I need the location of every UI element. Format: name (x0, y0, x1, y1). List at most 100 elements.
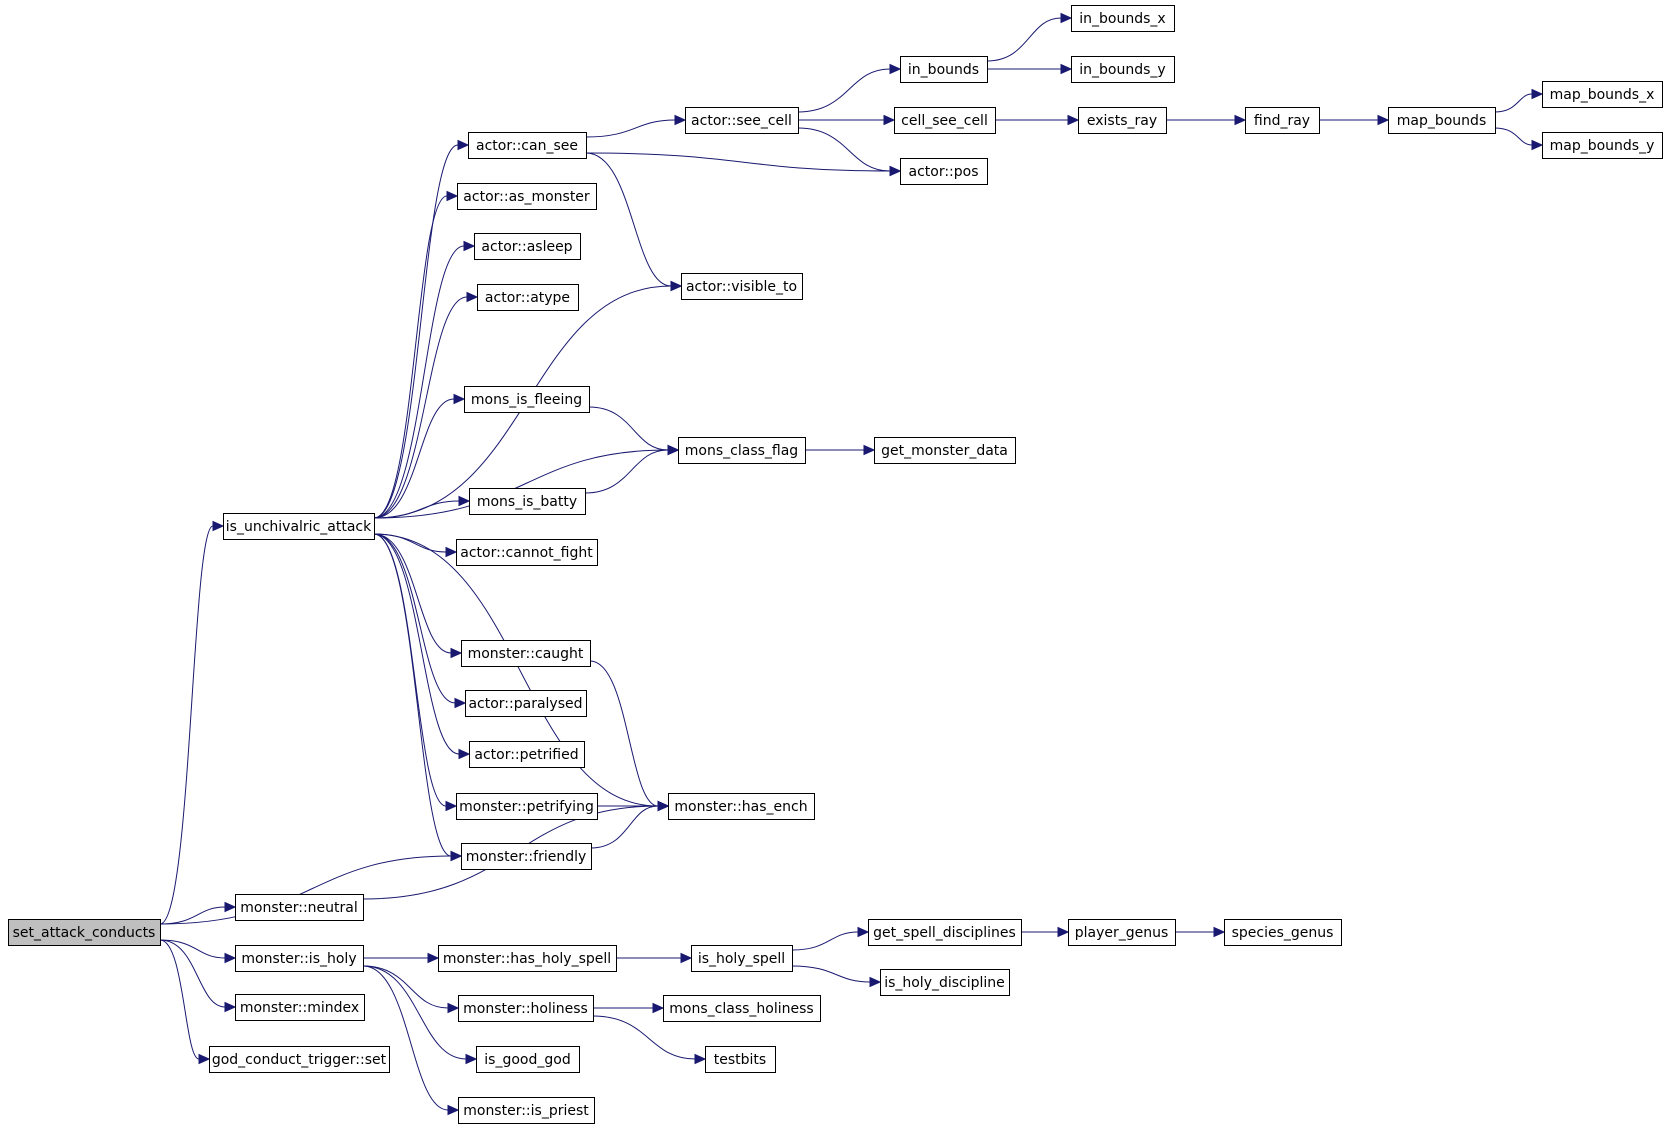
node-actor-atype[interactable]: actor::atype (477, 284, 579, 311)
edge-is_unchivalric_attack-to-monster_friendly (373, 533, 463, 862)
edge-mons_is_fleeing-to-mons_class_flag (588, 406, 680, 456)
node-monster-is-priest[interactable]: monster::is_priest (458, 1097, 595, 1124)
arrowhead (224, 952, 237, 964)
node-is-holy-spell[interactable]: is_holy_spell (691, 945, 793, 972)
node-label: mons_class_flag (685, 443, 798, 459)
node-actor-cannot-fight[interactable]: actor::cannot_fight (456, 539, 598, 566)
node-label: is_holy_spell (698, 951, 785, 967)
node-is-holy-discipline[interactable]: is_holy_discipline (880, 969, 1010, 996)
node-box (1245, 107, 1320, 134)
node-get-monster-data[interactable]: get_monster_data (874, 437, 1016, 464)
node-box (209, 1046, 390, 1073)
node-box (235, 894, 364, 921)
arrowhead (445, 800, 458, 812)
node-label: in_bounds (908, 62, 979, 78)
arrowhead (465, 1053, 478, 1065)
arrowhead (466, 291, 479, 303)
edge-is_holy_spell-to-is_holy_discipline (791, 965, 882, 988)
node-map-bounds-y[interactable]: map_bounds_y (1542, 132, 1663, 159)
node-box (461, 843, 592, 870)
node-map-bounds-x[interactable]: map_bounds_x (1542, 81, 1663, 108)
node-label: actor::visible_to (686, 279, 797, 295)
node-actor-see-cell[interactable]: actor::see_cell (685, 107, 799, 134)
node-monster-petrifying[interactable]: monster::petrifying (456, 793, 598, 820)
node-box (438, 945, 617, 972)
node-in-bounds-y[interactable]: in_bounds_y (1071, 56, 1175, 83)
node-box (1078, 107, 1167, 134)
node-label: monster::caught (468, 646, 584, 662)
node-monster-has-ench[interactable]: monster::has_ench (668, 793, 815, 820)
edge-monster_is_holy-to-monster_holiness (362, 965, 460, 1014)
node-mons-is-batty[interactable]: mons_is_batty (469, 488, 586, 515)
node-map-bounds[interactable]: map_bounds (1388, 107, 1496, 134)
edge-actor_see_cell-to-cell_see_cell (798, 114, 896, 126)
node-actor-can-see[interactable]: actor::can_see (468, 132, 587, 159)
node-get-spell-disciplines[interactable]: get_spell_disciplines (868, 919, 1022, 946)
node-monster-mindex[interactable]: monster::mindex (235, 994, 365, 1021)
node-monster-is-holy[interactable]: monster::is_holy (235, 945, 364, 972)
node-box (668, 793, 815, 820)
node-actor-petrified[interactable]: actor::petrified (469, 741, 585, 768)
arrowhead (680, 952, 693, 964)
node-monster-caught[interactable]: monster::caught (461, 640, 591, 667)
node-box (1388, 107, 1496, 134)
node-mons-is-fleeing[interactable]: mons_is_fleeing (464, 386, 590, 413)
node-species-genus[interactable]: species_genus (1224, 919, 1342, 946)
node-cell-see-cell[interactable]: cell_see_cell (894, 107, 996, 134)
node-label: monster::is_holy (241, 951, 356, 967)
node-god-conduct-trigger-set[interactable]: god_conduct_trigger::set (209, 1046, 390, 1073)
node-monster-has-holy-spell[interactable]: monster::has_holy_spell (438, 945, 617, 972)
node-label: actor::paralysed (468, 696, 582, 712)
edge-actor_see_cell-to-actor_pos (797, 127, 902, 177)
node-in-bounds[interactable]: in_bounds (900, 56, 988, 83)
edge-is_unchivalric_attack-to-actor_asleep (373, 240, 476, 519)
node-box (458, 1097, 595, 1124)
node-monster-holiness[interactable]: monster::holiness (458, 995, 594, 1022)
node-box (874, 437, 1016, 464)
node-box (468, 132, 587, 159)
node-box (456, 539, 598, 566)
node-set-attack-conducts[interactable]: set_attack_conducts (8, 919, 161, 946)
node-monster-neutral[interactable]: monster::neutral (235, 894, 364, 921)
node-label: mons_is_batty (477, 494, 577, 510)
arrowhead (869, 976, 882, 988)
node-actor-pos[interactable]: actor::pos (900, 158, 988, 185)
edge-find_ray-to-map_bounds (1319, 114, 1390, 126)
node-box (458, 995, 594, 1022)
node-find-ray[interactable]: find_ray (1245, 107, 1320, 134)
node-actor-paralysed[interactable]: actor::paralysed (465, 690, 587, 717)
node-box (900, 158, 988, 185)
edge-is_unchivalric_attack-to-actor_atype (373, 291, 479, 519)
node-monster-friendly[interactable]: monster::friendly (461, 843, 592, 870)
node-actor-as-monster[interactable]: actor::as_monster (457, 183, 597, 210)
node-label: actor::can_see (476, 138, 578, 154)
edge-actor_can_see-to-actor_visible_to (585, 152, 683, 292)
node-label: get_spell_disciplines (873, 925, 1016, 941)
node-is-unchivalric-attack[interactable]: is_unchivalric_attack (223, 513, 375, 540)
edge-monster_has_holy_spell-to-is_holy_spell (615, 952, 693, 964)
node-label: actor::atype (485, 290, 570, 306)
node-is-good-god[interactable]: is_good_god (476, 1046, 580, 1073)
node-actor-asleep[interactable]: actor::asleep (474, 233, 581, 260)
node-label: monster::friendly (466, 849, 587, 865)
edge-monster_caught-to-monster_has_ench (589, 660, 670, 812)
arrowhead (458, 748, 471, 760)
node-mons-class-flag[interactable]: mons_class_flag (678, 437, 806, 464)
node-actor-visible-to[interactable]: actor::visible_to (681, 273, 803, 300)
edge-mons_is_batty-to-mons_class_flag (584, 444, 680, 494)
node-box (456, 793, 598, 820)
node-label: get_monster_data (881, 443, 1008, 459)
node-player-genus[interactable]: player_genus (1068, 919, 1176, 946)
arrowhead (674, 114, 687, 126)
edge-mons_class_flag-to-get_monster_data (804, 444, 876, 456)
node-testbits[interactable]: testbits (705, 1046, 776, 1073)
node-label: set_attack_conducts (13, 925, 156, 941)
edge-set_attack_conducts-to-is_unchivalric_attack (159, 520, 225, 925)
arrowhead (450, 647, 463, 659)
node-exists-ray[interactable]: exists_ray (1078, 107, 1167, 134)
node-in-bounds-x[interactable]: in_bounds_x (1071, 5, 1175, 32)
node-box (461, 640, 591, 667)
node-mons-class-holiness[interactable]: mons_class_holiness (663, 995, 821, 1022)
arrowhead (427, 952, 440, 964)
